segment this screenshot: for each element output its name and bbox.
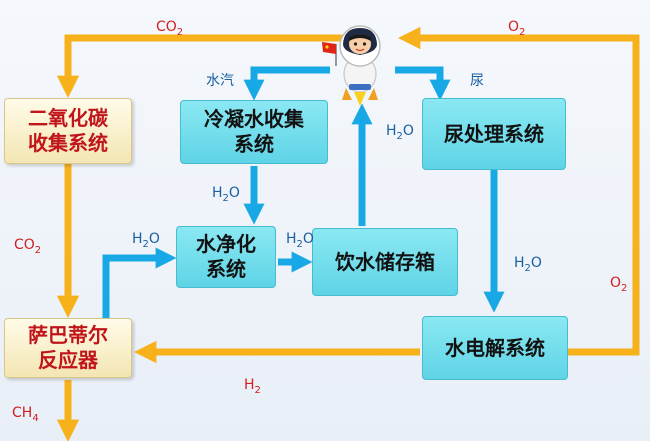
vapor-flow-arrow [243, 66, 330, 101]
node-label: 尿处理系统 [444, 121, 544, 146]
co2-flow-arrow [56, 34, 360, 98]
node-label: 饮水储存箱 [335, 249, 435, 274]
co2-top-label: CO2 [156, 19, 184, 38]
h2-bottom-label: H2 [244, 377, 261, 396]
vapor-label: 水汽 [206, 73, 234, 89]
node-label: 水净化 [196, 232, 256, 256]
node-label: 反应器 [38, 348, 98, 372]
ch4-label: CH4 [12, 405, 39, 424]
h2o-right-label: H2O [514, 255, 542, 274]
h2o-mid-label: H2O [286, 231, 314, 250]
astronaut-icon [322, 25, 381, 106]
condensate-collection-system: 冷凝水收集系统 [180, 100, 328, 164]
co2-collection-system: 二氧化碳收集系统 [4, 98, 132, 164]
h2o-up-label: H2O [386, 123, 414, 142]
urine-label: 尿 [470, 73, 484, 89]
o2-top-label: O2 [508, 19, 526, 38]
node-label: 二氧化碳 [28, 106, 108, 130]
water-purification-system: 水净化系统 [176, 226, 276, 288]
urine-flow-arrow [395, 66, 451, 101]
node-label: 收集系统 [28, 131, 108, 155]
node-label: 冷凝水收集 [204, 107, 304, 131]
h2o-condensate-label: H2O [212, 185, 240, 204]
o2-flow-arrow [398, 26, 640, 356]
urine-processing-system: 尿处理系统 [422, 98, 566, 170]
co2-left-label: CO2 [14, 237, 42, 256]
water-electrolysis-system: 水电解系统 [422, 316, 568, 380]
node-label: 萨巴蒂尔 [28, 323, 108, 347]
node-label: 水电解系统 [445, 335, 545, 360]
drinking-water-tank: 饮水储存箱 [312, 228, 458, 296]
sabatier-water-arrow [102, 247, 177, 320]
node-label: 系统 [206, 257, 246, 281]
node-label: 系统 [234, 132, 274, 156]
china-flag-icon [322, 42, 337, 66]
h2o-inlet-label: H2O [132, 231, 160, 250]
sabatier-reactor: 萨巴蒂尔反应器 [4, 318, 132, 378]
o2-right-label: O2 [610, 275, 628, 294]
